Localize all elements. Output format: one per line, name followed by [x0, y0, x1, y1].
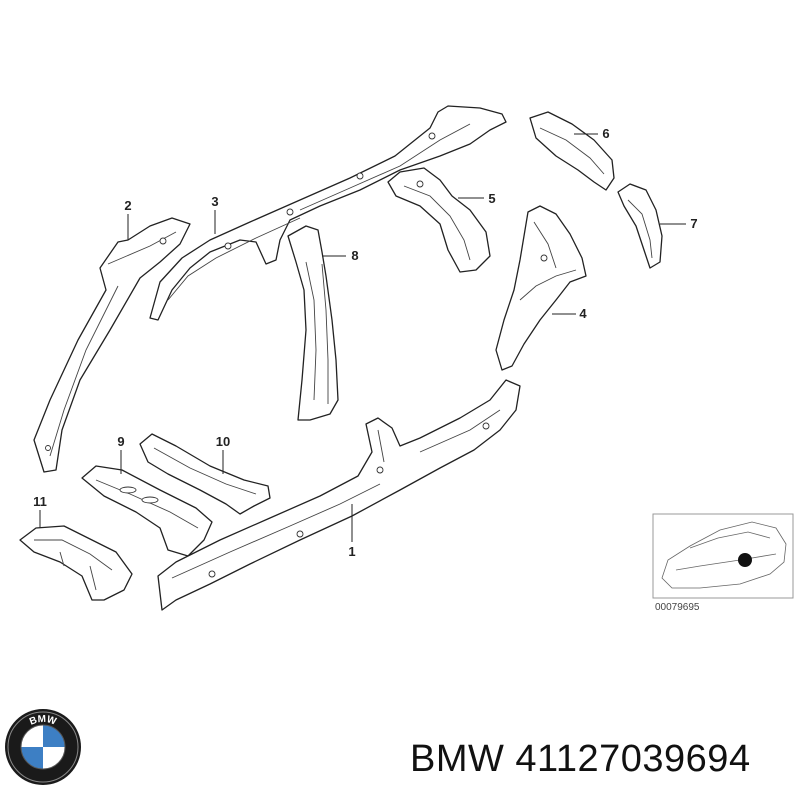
callout-10: 10 — [216, 434, 230, 449]
part-9-crossmember — [81, 465, 213, 557]
callout-5: 5 — [488, 191, 495, 206]
location-thumbnail: 00079695 — [652, 513, 794, 613]
callout-9: 9 — [117, 434, 124, 449]
callout-4: 4 — [579, 306, 587, 321]
callout-8: 8 — [351, 248, 358, 263]
part-8-b-pillar — [287, 225, 339, 421]
part-number-label: BMW 41127039694 — [410, 738, 751, 780]
location-marker — [738, 553, 752, 567]
part-10-seat-crossmember — [139, 433, 271, 515]
part-3-roof-frame — [149, 105, 507, 321]
logo-lettering: BMW — [28, 714, 58, 728]
part-6-rear-bracket — [529, 111, 615, 191]
callout-7: 7 — [690, 216, 697, 231]
part-5-c-pillar — [387, 167, 491, 273]
part-11-floor-bracket — [19, 525, 133, 601]
callout-labels: 1 2 3 4 5 6 7 8 9 10 11 — [33, 126, 697, 559]
part-7-rear-panel — [617, 183, 663, 269]
part-4-wheel-arch — [495, 205, 587, 371]
leader-lines — [39, 133, 686, 542]
callout-11: 11 — [33, 494, 47, 509]
reference-code: 00079695 — [655, 602, 700, 613]
callout-1: 1 — [348, 544, 355, 559]
callout-3: 3 — [211, 194, 218, 209]
part-2-a-pillar — [33, 217, 191, 473]
bmw-logo-icon: BMW — [5, 709, 81, 785]
callout-2: 2 — [124, 198, 131, 213]
callout-6: 6 — [602, 126, 609, 141]
part-1-side-sill — [157, 379, 521, 611]
